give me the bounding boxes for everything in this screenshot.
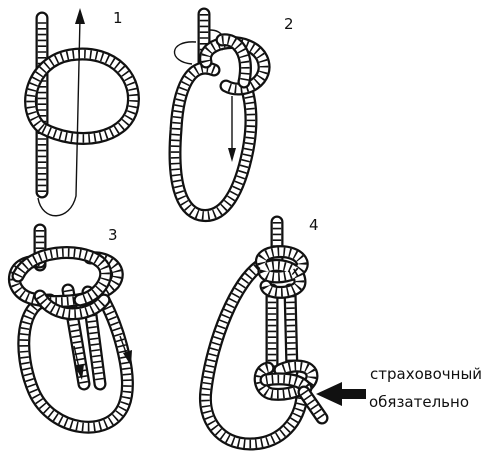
step-number-1: 1 — [113, 9, 123, 27]
step-4-figure: 4 — [205, 216, 366, 444]
step-3-figure: 3 — [14, 226, 132, 427]
step-number-2: 2 — [284, 15, 294, 33]
step-1-figure: 1 — [31, 8, 134, 216]
knot-coils — [14, 253, 117, 314]
step-number-4: 4 — [309, 216, 319, 234]
direction-arrow-head — [228, 148, 236, 162]
annotation-line-1: страховочный — [370, 365, 482, 383]
rope-tail — [304, 392, 322, 418]
knot-coils — [261, 252, 302, 293]
direction-arrow-head — [75, 8, 85, 24]
step-number-3: 3 — [108, 226, 118, 244]
step-2-figure: 2 — [174, 14, 293, 216]
annotation-line-2: обязательно — [369, 393, 469, 411]
parallel-strands — [272, 290, 292, 372]
pointer-arrow — [316, 382, 366, 406]
